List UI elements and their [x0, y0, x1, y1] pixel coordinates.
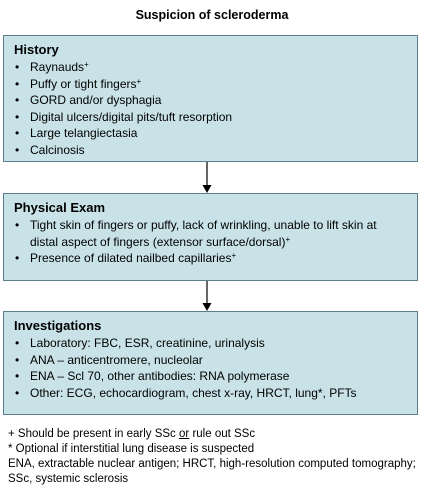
investigation-item: ANA – anticentromere, nucleolar — [14, 352, 407, 369]
investigation-item: Other: ECG, echocardiogram, chest x-ray,… — [14, 385, 407, 402]
exam-item: Tight skin of fingers or puffy, lack of … — [14, 217, 407, 250]
diagram-title: Suspicion of scleroderma — [135, 8, 289, 22]
history-item: Raynauds+ — [14, 59, 407, 76]
footnotes: + Should be present in early SSc or rule… — [8, 427, 418, 487]
arrow-down-icon — [202, 281, 212, 311]
investigations-heading: Investigations — [14, 318, 102, 333]
history-item: GORD and/or dysphagia — [14, 92, 407, 109]
investigation-item: Laboratory: FBC, ESR, creatinine, urinal… — [14, 335, 407, 352]
physical-exam-heading: Physical Exam — [14, 200, 106, 215]
history-item: Puffy or tight fingers+ — [14, 76, 407, 93]
arrow-down-icon — [202, 162, 212, 193]
history-item: Digital ulcers/digital pits/tuft resorpt… — [14, 109, 407, 126]
history-item: Large telangiectasia — [14, 125, 407, 142]
history-item: Calcinosis — [14, 142, 407, 159]
exam-item: Presence of dilated nailbed capillaries+ — [14, 250, 407, 267]
investigation-item: ENA – Scl 70, other antibodies: RNA poly… — [14, 368, 407, 385]
footnote-star: * Optional if interstitial lung disease … — [8, 443, 255, 455]
physical-exam-box: Physical Exam Tight skin of fingers or p… — [3, 193, 418, 281]
footnote-plus: + Should be present in early SSc or rule… — [8, 428, 256, 440]
history-heading: History — [14, 42, 59, 57]
history-box: History Raynauds+ Puffy or tight fingers… — [3, 35, 418, 162]
footnote-abbreviations: ENA, extractable nuclear antigen; HRCT, … — [8, 458, 416, 485]
investigations-box: Investigations Laboratory: FBC, ESR, cre… — [3, 311, 418, 415]
